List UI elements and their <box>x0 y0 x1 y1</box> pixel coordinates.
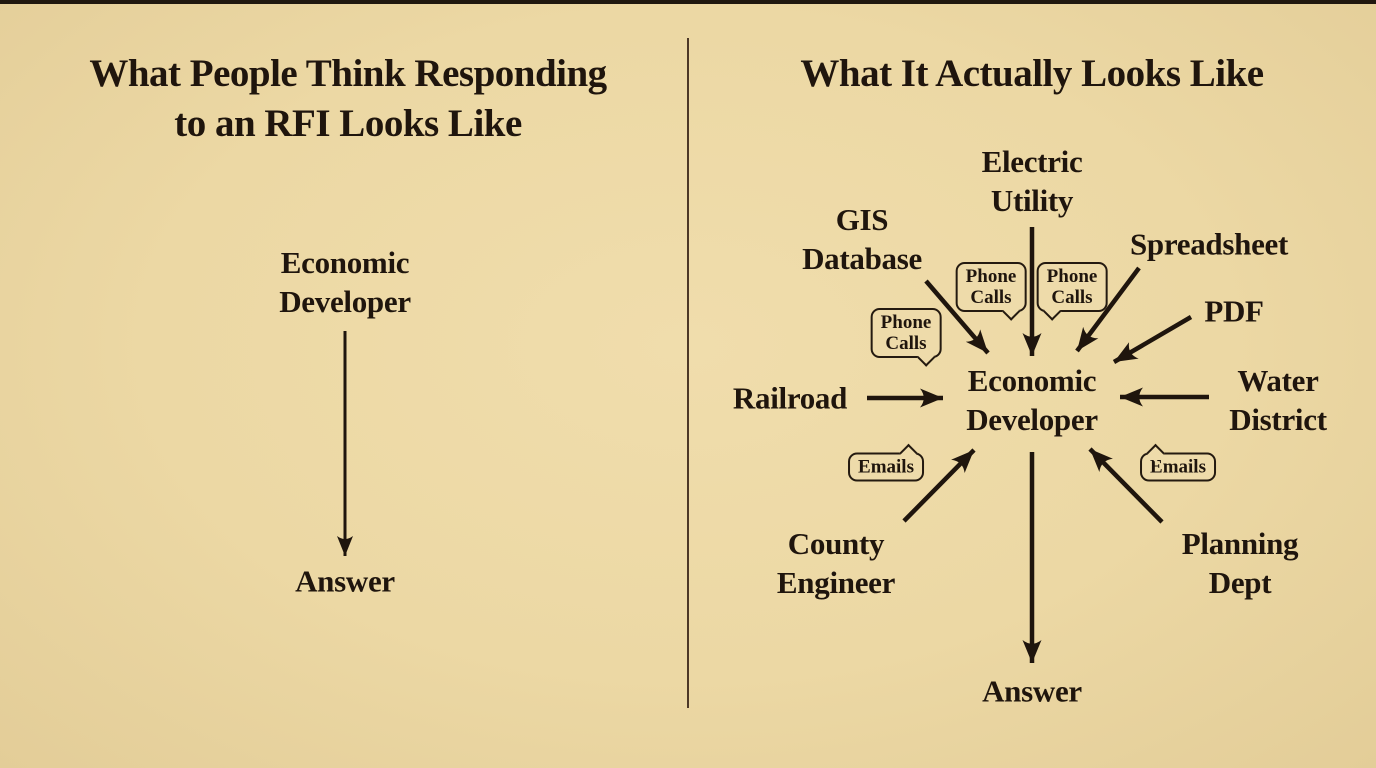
arrow-gis-database-to-developer <box>924 279 990 355</box>
node-economic-developer-center: Economic Developer <box>966 361 1098 439</box>
emails-bubble-left: Emails <box>848 452 924 482</box>
node-pdf: PDF <box>1204 293 1264 329</box>
node-line: Engineer <box>776 565 896 600</box>
arrow-pdf-to-developer <box>1112 315 1193 364</box>
node-line: Economic <box>280 245 410 280</box>
top-edge-strip <box>0 0 1376 4</box>
right-panel-title: What It Actually Looks Like <box>800 52 1264 95</box>
node-line: Dept <box>1208 565 1272 600</box>
node-answer-right: Answer <box>982 673 1082 709</box>
phone-calls-bubble-left: Phone Calls <box>870 308 942 358</box>
node-line: District <box>1229 402 1327 437</box>
bubble-line: Phone <box>965 266 1017 287</box>
arrow-county-engineer-to-developer <box>902 448 976 523</box>
emails-bubble-right: Emails <box>1140 452 1216 482</box>
left-title-line2: to an RFI Looks Like <box>174 102 522 145</box>
node-county-engineer: County Engineer <box>777 524 895 602</box>
node-line: Developer <box>279 284 411 319</box>
left-panel-title: What People Think Responding to an RFI L… <box>89 49 607 149</box>
node-line: Database <box>802 241 922 276</box>
phone-calls-bubble-mid: Phone Calls <box>955 262 1027 312</box>
node-line: Planning <box>1181 526 1299 561</box>
node-planning-dept: Planning Dept <box>1181 524 1299 602</box>
bubble-line: Phone <box>880 312 932 333</box>
bubble-line: Phone <box>1046 266 1098 287</box>
node-line: Economic <box>967 363 1097 398</box>
node-line: County <box>787 526 885 561</box>
left-title-line1: What People Think Responding <box>89 52 607 95</box>
bubble-line: Calls <box>970 287 1012 308</box>
node-line: GIS <box>835 202 889 237</box>
node-line: Utility <box>990 183 1074 218</box>
bubble-line: Calls <box>885 333 927 354</box>
arrow-planning-dept-to-developer <box>1088 447 1164 524</box>
arrow-spreadsheet-to-developer <box>1075 266 1141 353</box>
bubble-line: Calls <box>1051 287 1093 308</box>
node-railroad: Railroad <box>732 380 848 416</box>
node-line: Electric <box>981 144 1083 179</box>
node-spreadsheet: Spreadsheet <box>1129 226 1289 262</box>
node-answer-left: Answer <box>295 563 395 599</box>
node-electric-utility: Electric Utility <box>982 142 1083 220</box>
phone-calls-bubble-right: Phone Calls <box>1036 262 1108 312</box>
panel-divider-line <box>687 38 689 708</box>
node-water-district: Water District <box>1229 361 1327 439</box>
node-line: Developer <box>966 402 1098 437</box>
node-economic-developer-left: Economic Developer <box>279 243 411 321</box>
node-line: Water <box>1237 363 1319 398</box>
node-gis-database: GIS Database <box>802 200 922 278</box>
